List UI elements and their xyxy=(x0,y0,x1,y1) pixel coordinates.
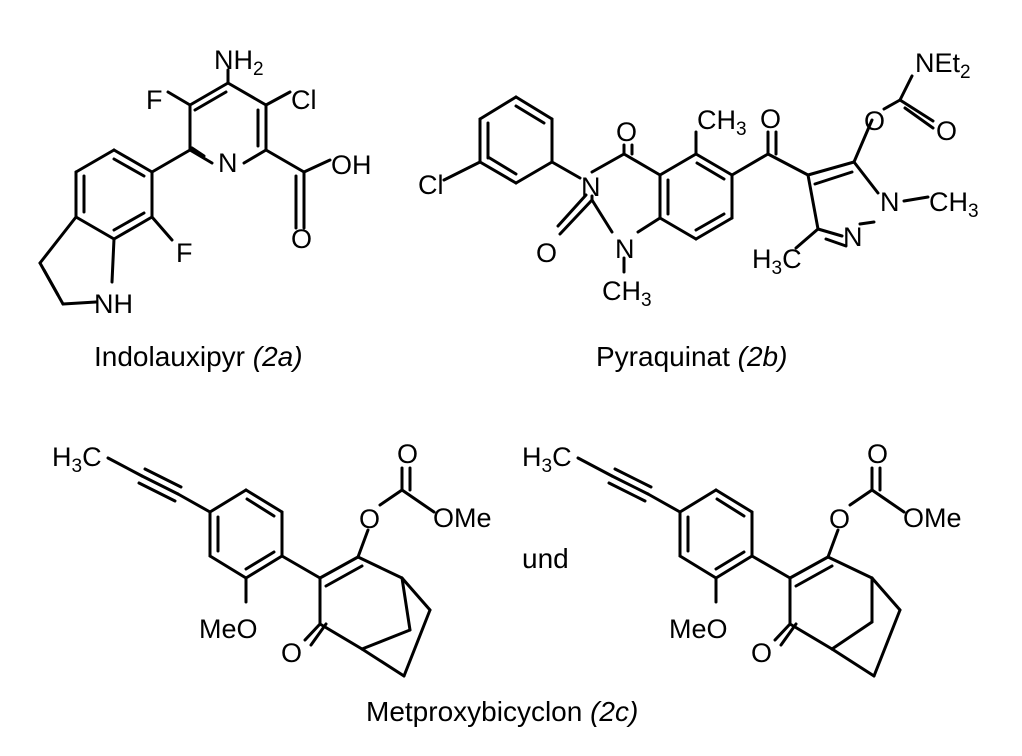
indolauxipyr-caption: Indolauxipyr (2a) xyxy=(94,341,303,372)
quinazoline-n1-label: N xyxy=(615,234,635,264)
und-connector: und xyxy=(522,543,569,574)
metproxybicyclon-right-bonds xyxy=(576,456,906,678)
ester-o-label: O xyxy=(864,106,885,136)
hydroxyl-label: OH xyxy=(331,150,372,180)
pyrazole-n2-label: N xyxy=(843,222,863,252)
pyrazole-c-methyl-label: H3C xyxy=(752,244,802,279)
pyrazole-n-methyl-label: CH3 xyxy=(929,187,979,222)
left-ome-label: OMe xyxy=(433,503,492,533)
pyrazole-n1-label: N xyxy=(880,187,900,217)
pyraquinat-caption: Pyraquinat (2b) xyxy=(596,341,787,372)
left-carbonate-o-top-label: O xyxy=(397,439,418,469)
nh2-label: NH2 xyxy=(214,45,264,80)
pyraquinat-bonds xyxy=(442,74,935,274)
fluorine-bottom-label: F xyxy=(176,238,193,268)
chlorophenyl-cl-label: Cl xyxy=(418,170,444,200)
right-carbonate-o-link-label: O xyxy=(829,504,850,534)
ketone-o-label: O xyxy=(760,104,781,134)
right-carbonate-o-top-label: O xyxy=(867,439,888,469)
carbonyl-o-label: O xyxy=(291,224,312,254)
left-carbonate-o-link-label: O xyxy=(359,504,380,534)
metproxybicyclon-left-bonds xyxy=(106,456,436,678)
fluorine-top-label: F xyxy=(146,85,163,115)
pyraquinat-structure: Cl O CH3 O NEt2 O O N O N CH3 N CH3 N H3… xyxy=(418,48,979,311)
left-ketone-o-label: O xyxy=(281,638,302,668)
aryl-ch3-label: CH3 xyxy=(697,105,747,140)
right-propynyl-h3c-label: H3C xyxy=(522,442,572,477)
pyridine-n-label: N xyxy=(218,148,238,178)
metproxybicyclon-right-structure: H3C O O OMe MeO O xyxy=(522,439,962,678)
n-methyl-label: CH3 xyxy=(602,276,652,311)
indolauxipyr-bonds xyxy=(38,68,332,306)
indole-nh-label: NH xyxy=(94,289,133,319)
right-ome-label: OMe xyxy=(903,503,962,533)
diethylamino-label: NEt2 xyxy=(915,48,971,83)
quinazoline-o-top-label: O xyxy=(616,117,637,147)
left-meo-label: MeO xyxy=(199,614,258,644)
right-meo-label: MeO xyxy=(669,614,728,644)
left-propynyl-h3c-label: H3C xyxy=(52,442,102,477)
chlorine-label: Cl xyxy=(291,85,317,115)
metproxybicyclon-caption: Metproxybicyclon (2c) xyxy=(366,696,638,727)
indolauxipyr-structure: NH2 F Cl N OH O F NH xyxy=(38,45,372,319)
quinazoline-o-bottom-label: O xyxy=(536,238,557,268)
quinazoline-n3-label: N xyxy=(581,172,601,202)
right-ketone-o-label: O xyxy=(751,638,772,668)
carbamate-o-label: O xyxy=(936,116,957,146)
metproxybicyclon-left-structure: H3C O O OMe MeO O xyxy=(52,439,492,678)
